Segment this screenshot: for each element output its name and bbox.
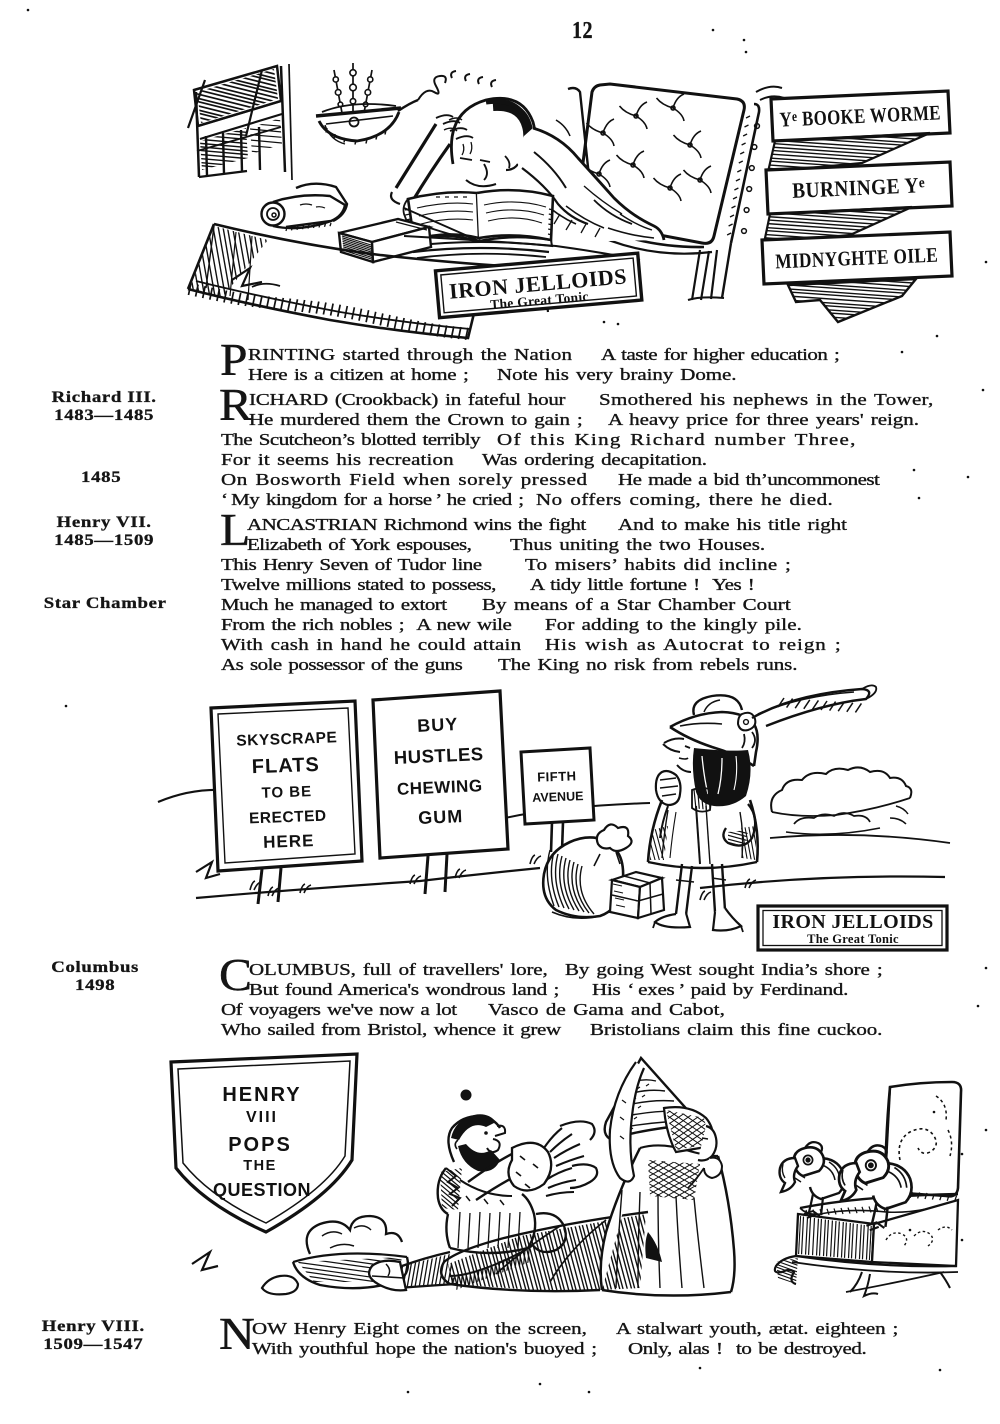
svg-text:HENRY: HENRY bbox=[222, 1084, 301, 1106]
svg-text:VIII: VIII bbox=[246, 1109, 278, 1126]
svg-text:SKYSCRAPE: SKYSCRAPE bbox=[236, 729, 338, 750]
svg-text:ERECTED: ERECTED bbox=[249, 808, 327, 828]
svg-text:BURNINGE Ye: BURNINGE Ye bbox=[792, 174, 926, 203]
svg-text:CHEWING: CHEWING bbox=[397, 776, 483, 799]
svg-text:BUY: BUY bbox=[417, 714, 459, 736]
svg-text:FIFTH: FIFTH bbox=[537, 768, 577, 784]
svg-text:AVENUE: AVENUE bbox=[532, 789, 584, 805]
svg-text:HUSTLES: HUSTLES bbox=[393, 743, 484, 768]
svg-text:The Great Tonic: The Great Tonic bbox=[807, 932, 899, 946]
svg-text:FLATS: FLATS bbox=[251, 754, 320, 778]
svg-text:POPS: POPS bbox=[228, 1134, 292, 1156]
svg-text:GUM: GUM bbox=[418, 806, 464, 828]
svg-text:THE: THE bbox=[243, 1158, 277, 1174]
svg-text:QUESTION: QUESTION bbox=[213, 1180, 311, 1200]
svg-text:IRON JELLOIDS: IRON JELLOIDS bbox=[772, 911, 933, 933]
svg-text:TO BE: TO BE bbox=[261, 783, 312, 802]
svg-text:HERE: HERE bbox=[263, 831, 315, 852]
